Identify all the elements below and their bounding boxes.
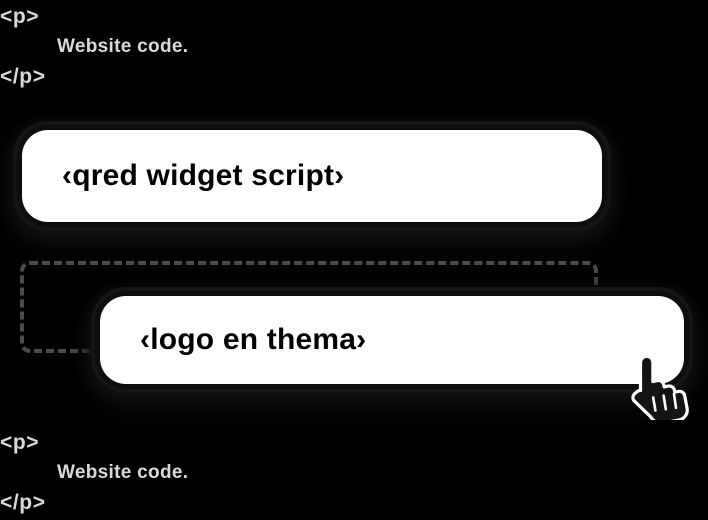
theme-card[interactable]: ‹logo en thema› — [100, 296, 684, 384]
code-close-tag: </p> — [0, 491, 46, 514]
widget-script-card[interactable]: ‹qred widget script› — [22, 130, 602, 222]
theme-card-label: ‹logo en thema› — [140, 323, 367, 356]
code-comment-text: Website code. — [57, 36, 189, 57]
widget-script-card-label: ‹qred widget script› — [62, 159, 345, 192]
code-open-tag: <p> — [0, 5, 40, 28]
code-snippet-bottom: <p> Website code. </p> — [0, 428, 360, 518]
code-comment-text: Website code. — [57, 462, 189, 483]
code-snippet-top: <p> Website code. </p> — [0, 2, 360, 92]
code-close-tag: </p> — [0, 65, 46, 88]
code-open-tag: <p> — [0, 431, 40, 454]
